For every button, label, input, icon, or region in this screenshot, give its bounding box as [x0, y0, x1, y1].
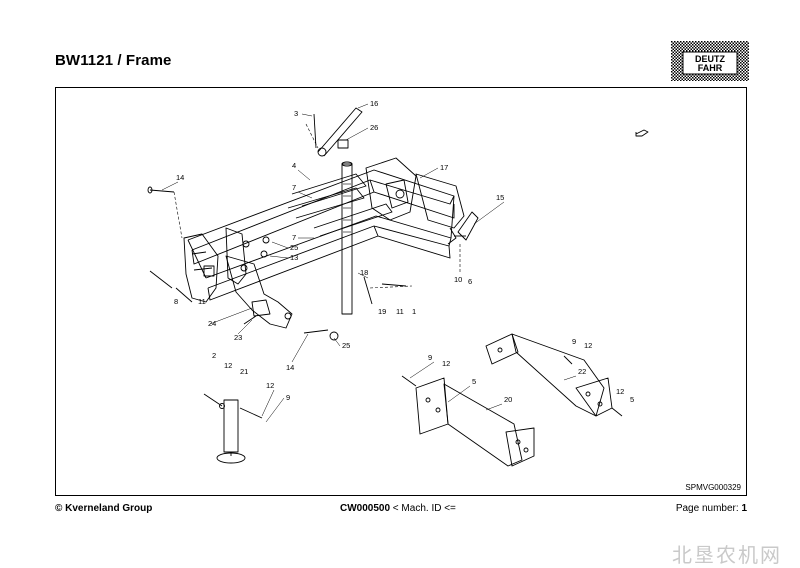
callout-18: 18 — [360, 268, 368, 277]
callout-20: 20 — [504, 395, 512, 404]
page-number-value: 1 — [741, 503, 747, 514]
footer-page-number: Page number: 1 — [676, 503, 747, 514]
callout-16: 16 — [370, 99, 378, 108]
drawing-frame: 3 16 26 17 4 14 7 7 25 13 15 10 6 18 19 … — [55, 87, 747, 496]
callout-12: 12 — [616, 387, 624, 396]
callout-11: 11 — [198, 297, 206, 306]
callout-13: 13 — [290, 253, 298, 262]
callout-8: 8 — [174, 297, 178, 306]
callout-6: 6 — [468, 277, 472, 286]
callout-26: 26 — [370, 123, 378, 132]
callout-2: 2 — [212, 351, 216, 360]
callout-9: 9 — [572, 337, 576, 346]
callout-7: 7 — [292, 183, 296, 192]
callout-12: 12 — [442, 359, 450, 368]
callout-12: 12 — [266, 381, 274, 390]
callout-5: 5 — [630, 395, 634, 404]
callout-14: 14 — [176, 173, 184, 182]
footer-mach-id: < Mach. ID <= — [390, 503, 456, 514]
watermark: 北垦农机网 — [672, 543, 782, 567]
deutz-fahr-logo: DEUTZ FAHR — [671, 41, 749, 81]
callout-12: 12 — [584, 341, 592, 350]
callout-23: 23 — [234, 333, 242, 342]
callout-5: 5 — [472, 377, 476, 386]
callout-4: 4 — [292, 161, 296, 170]
frame-assembly — [147, 107, 649, 467]
callout-15: 15 — [496, 193, 504, 202]
page-number-label: Page number: — [675, 503, 742, 514]
callout-10: 10 — [454, 275, 462, 284]
callout-25: 25 — [342, 341, 350, 350]
page-title: BW1121 / Frame — [55, 52, 172, 69]
callout-3: 3 — [294, 109, 298, 118]
callout-9: 9 — [428, 353, 432, 362]
callout-12: 12 — [224, 361, 232, 370]
svg-text:FAHR: FAHR — [698, 63, 723, 73]
footer-copyright: © Kverneland Group — [55, 503, 153, 514]
callout-19: 19 — [378, 307, 386, 316]
drawing-reference: SPMVG000329 — [685, 483, 741, 492]
svg-text:DEUTZ: DEUTZ — [695, 54, 725, 64]
callout-14: 14 — [286, 363, 294, 372]
footer-code: CW000500 < Mach. ID <= — [340, 503, 456, 514]
callout-9: 9 — [286, 393, 290, 402]
callout-1: 1 — [412, 307, 416, 316]
callout-21: 21 — [240, 367, 248, 376]
callout-24: 24 — [208, 319, 216, 328]
callout-22: 22 — [578, 367, 586, 376]
footer-code-number: CW000500 — [340, 503, 391, 514]
callout-7: 7 — [292, 233, 296, 242]
callout-11: 11 — [396, 307, 404, 316]
callout-25: 25 — [290, 243, 298, 252]
exploded-frame-drawing: 3 16 26 17 4 14 7 7 25 13 15 10 6 18 19 … — [147, 99, 649, 467]
callout-17: 17 — [440, 163, 448, 172]
callout-leaders — [161, 103, 577, 423]
part-callouts: 3 16 26 17 4 14 7 7 25 13 15 10 6 18 19 … — [174, 99, 634, 404]
